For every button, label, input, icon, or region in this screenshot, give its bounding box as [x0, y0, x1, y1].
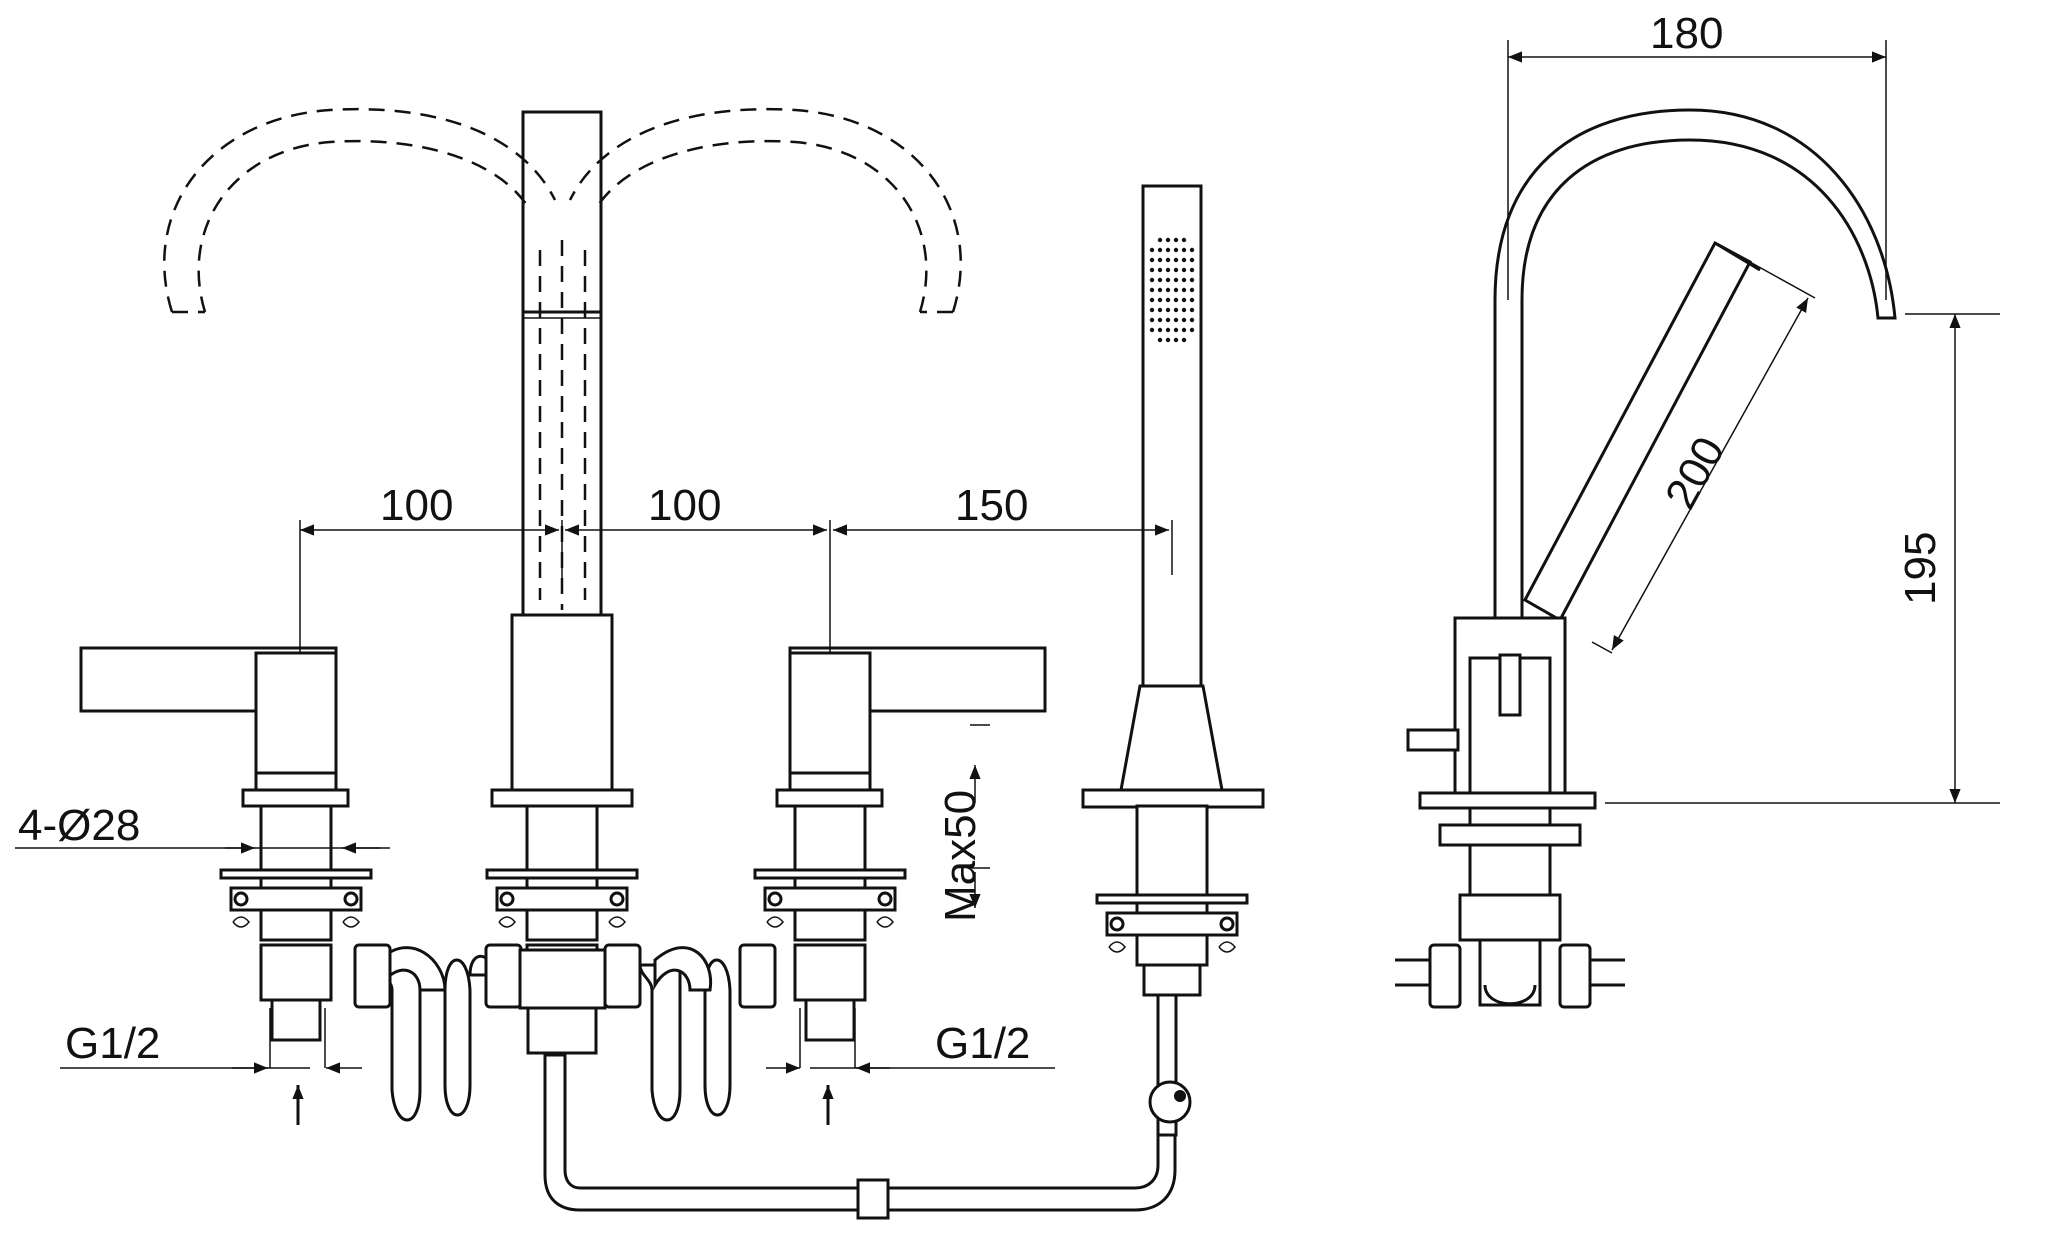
- dim-max-thickness: Max50: [936, 790, 985, 922]
- shank-right: [753, 804, 907, 1042]
- hoses: [378, 946, 1192, 1220]
- hand-shower: [1081, 184, 1265, 809]
- left-handle: [79, 646, 350, 808]
- shower-head-nozzles: [1149, 237, 1195, 343]
- dim-side-reach: 180: [1650, 9, 1723, 58]
- dim-spacing-right: 150: [955, 481, 1028, 530]
- dim-thread-left: G1/2: [65, 1019, 160, 1068]
- spout-swivel-arcs: [163, 107, 962, 610]
- dimension-lines: [15, 520, 1173, 1074]
- dim-spacing-left: 100: [380, 481, 453, 530]
- front-view: 100 100 150 4-Ø28 G1/2 G1/2 Max50: [15, 107, 1265, 1220]
- dim-hole-diameter: 4-Ø28: [18, 801, 140, 850]
- dim-spacing-mid: 100: [648, 481, 721, 530]
- shank-shower: [1095, 804, 1249, 997]
- dim-side-height: 195: [1896, 532, 1945, 605]
- right-handle: [775, 646, 1047, 808]
- shank-left: [219, 804, 373, 1042]
- inlet-arrows: [292, 1085, 834, 1125]
- hose-connectors: [353, 943, 777, 1055]
- side-view: 180 195 200: [1395, 9, 2000, 1009]
- dim-thread-right: G1/2: [935, 1019, 1030, 1068]
- dim-shower-length: 200: [1656, 429, 1734, 517]
